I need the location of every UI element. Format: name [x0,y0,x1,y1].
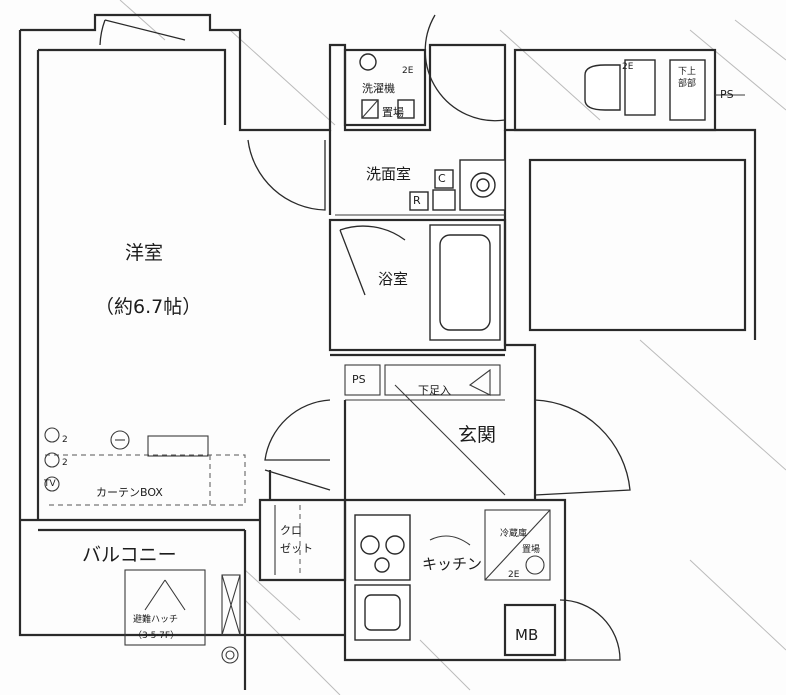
shoe-box-label: 下足入 [418,384,451,397]
evac-hatch-label-line1: 避難ハッチ [133,615,179,625]
closet-label-line1: クロ [280,524,302,537]
ps-shoebox-strip [344,364,505,401]
kitchen-label: キッチン [422,555,483,573]
ps-top-label: PS [720,88,734,101]
inner-walls [20,130,505,522]
bathroom-label: 浴室 [378,270,409,288]
fridge-label-line2: 置場 [522,545,541,555]
washing-machine-area-label: 置場 [382,106,404,119]
washing-machine-label: 洗濯機 [362,82,395,95]
closet-label-line2: ゼット [280,542,313,555]
evac-hatch-label-line2: （3·5·7F） [133,631,180,641]
toilet-room [513,48,745,132]
bathroom-tub [328,218,507,352]
western-room-size-label: （約6.7帖） [95,296,202,318]
r-mark: R [413,194,421,207]
tv-mark: TV [44,479,56,489]
western-room-label: 洋室 [125,242,164,264]
balcony-details [38,528,247,690]
balcony-label: バルコニー [82,544,177,566]
mb-label: MB [515,626,539,644]
c-mark: C [438,172,446,185]
outlets-left [44,427,60,492]
washroom-basin [335,159,506,216]
door-swings [99,14,631,661]
adjacent-room-outline [528,158,747,332]
ps-mid-label: PS [352,373,366,386]
exterior-hatching [119,0,786,695]
toilet-tag-line2: 部部 [678,79,697,89]
fridge-label-line1: 冷蔵庫 [500,529,528,539]
washroom-label: 洗面室 [366,165,412,183]
curtain-box [45,430,246,506]
toilet-tag-line1: 下上 [678,67,697,77]
outlet-2e-b: 2E [622,62,634,72]
outlet-count-a: 2 [62,435,68,445]
outlet-2e-a: 2E [402,66,414,76]
mb-box [503,603,557,657]
outlet-count-b: 2 [62,458,68,468]
washing-machine-area [343,48,427,127]
entrance-label: 玄関 [458,424,497,446]
kitchen-fixtures [354,509,551,641]
closet [274,505,301,575]
outlet-2e-c: 2E [508,570,520,580]
curtain-box-label: カーテンBOX [96,486,163,499]
